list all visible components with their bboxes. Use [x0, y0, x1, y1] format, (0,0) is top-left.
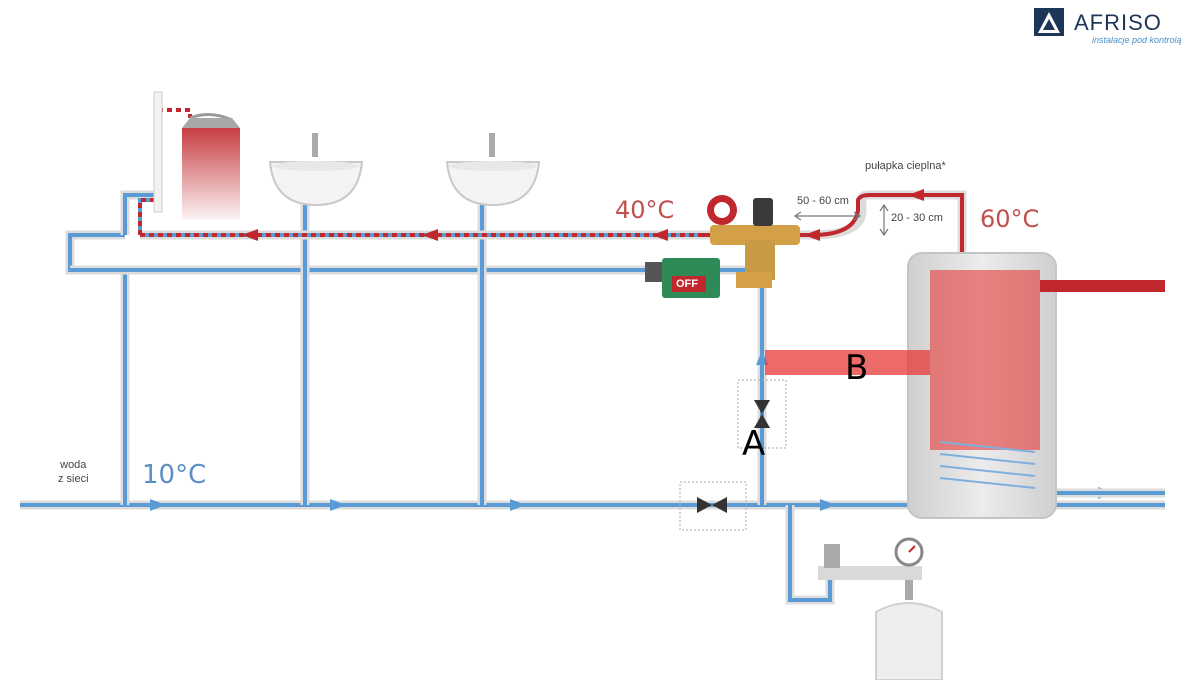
afriso-logo-icon — [1034, 8, 1064, 36]
horizontal-distance-label: 50 - 60 cm — [797, 195, 849, 207]
brand-tagline: instalacje pod kontrolą — [1092, 35, 1182, 45]
annotation-a: A — [742, 424, 766, 464]
check-valve-icon — [737, 379, 787, 449]
hot-circulation-pipe — [138, 108, 967, 255]
cold-source-line1: woda — [60, 459, 87, 471]
valve-state-label: OFF — [676, 278, 698, 290]
hot-temperature-label: 60°C — [980, 205, 1040, 233]
heat-trap-label: pułapka cieplna* — [865, 160, 946, 172]
washbasin-icon — [445, 133, 541, 207]
pump-icon — [645, 258, 720, 298]
cold-temperature-label: 10°C — [142, 460, 207, 490]
cold-source-label: woda z sieci — [58, 458, 89, 486]
brand: AFRISO instalacje pod kontrolą — [1034, 8, 1184, 48]
shower-icon — [153, 91, 240, 220]
horizontal-dimension-marker — [793, 211, 862, 221]
pressure-gauge-icon — [818, 537, 924, 580]
expansion-vessel-icon — [875, 580, 943, 680]
cold-source-line2: z sieci — [58, 473, 89, 485]
thermostatic-mixing-valve-icon — [707, 195, 800, 288]
water-heater-tank-icon — [907, 252, 1165, 519]
washbasin-icon — [268, 133, 364, 207]
expansion-branch-pipe — [785, 505, 835, 605]
vertical-dimension-marker — [879, 203, 889, 237]
shutoff-valve-icon — [679, 481, 747, 531]
highlight-band-b — [765, 350, 930, 375]
annotation-b: B — [845, 348, 869, 388]
brand-name: AFRISO — [1074, 10, 1162, 35]
vertical-distance-label: 20 - 30 cm — [891, 212, 943, 224]
mixed-temperature-label: 40°C — [615, 196, 675, 224]
